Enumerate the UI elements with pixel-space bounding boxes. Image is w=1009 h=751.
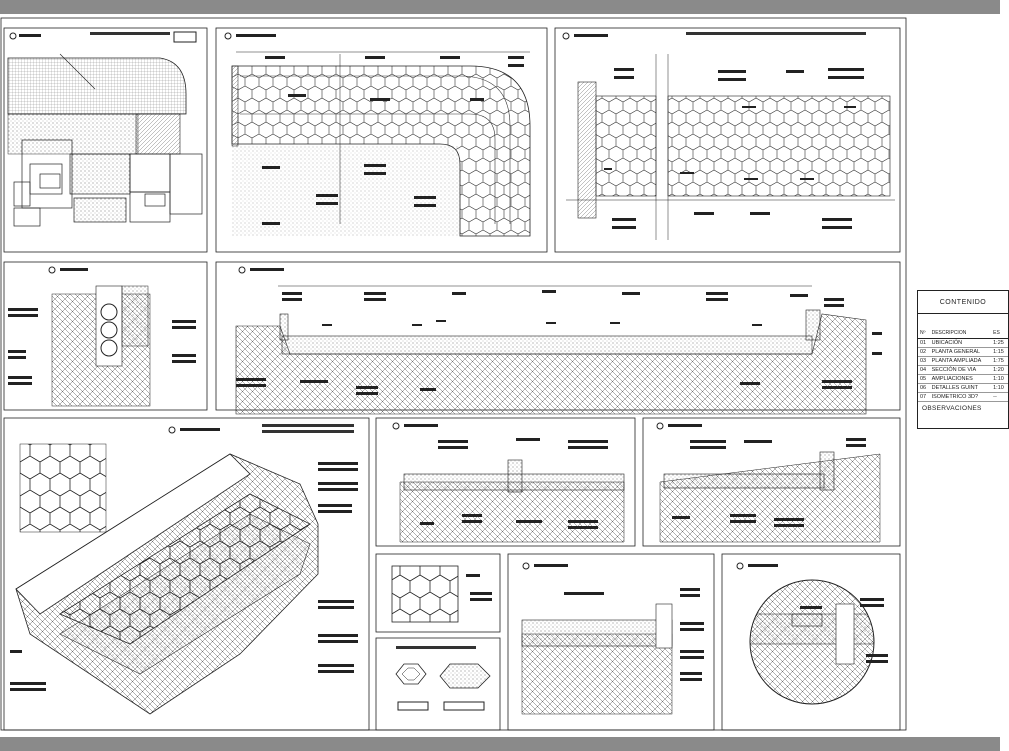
legend-header-row: Nº DESCRIPCION ES — [918, 328, 1008, 339]
legend-no: 04 — [918, 365, 930, 375]
panel-general-plan — [215, 27, 548, 253]
legend-scale: -- — [991, 392, 1008, 402]
legend-desc: PLANTA AMPLIADA — [929, 356, 992, 366]
legend-scale: 1:75 — [991, 356, 1008, 366]
panel-section-detail-a — [3, 261, 208, 411]
legend-header-scale: ES — [991, 328, 1008, 339]
legend-scale: 1:25 — [991, 338, 1008, 348]
legend-header-no: Nº — [918, 328, 930, 339]
panel-section-detail-b — [375, 417, 636, 547]
legend-title: CONTENIDO — [918, 291, 1008, 314]
panel-section-detail-c — [642, 417, 901, 547]
legend-desc: DETALLES GUINT — [929, 383, 992, 393]
panel-road-section — [215, 261, 901, 415]
legend-no: 06 — [918, 383, 930, 393]
legend-desc: UBICACIÓN — [929, 338, 992, 348]
legend-scale: 1:10 — [991, 383, 1008, 393]
panel-paver-unit — [375, 637, 501, 731]
legend-scale: 1:20 — [991, 365, 1008, 375]
panel-isometric-3d — [3, 417, 370, 731]
legend-desc: ISOMETRICO 3D? — [929, 392, 992, 402]
panel-site-location — [3, 27, 208, 253]
bottom-border-bar — [0, 737, 1000, 751]
legend-no: 02 — [918, 347, 930, 357]
panel-enlarged-plan — [554, 27, 901, 253]
panel-curb-detail — [507, 553, 715, 731]
panel-circular-detail — [721, 553, 901, 731]
legend-desc: PLANTA GENERAL — [929, 347, 992, 357]
legend-no: 07 — [918, 392, 930, 402]
legend-no: 05 — [918, 374, 930, 384]
legend-header-description: DESCRIPCION — [929, 328, 992, 339]
legend-desc: SECCIÓN DE VIA — [929, 365, 992, 375]
legend-desc: AMPLIACIONES — [929, 374, 992, 384]
cad-drawing-canvas — [0, 17, 907, 731]
top-border-bar — [0, 0, 1000, 14]
legend-scale: 1:15 — [991, 347, 1008, 357]
panel-paver-plan — [375, 553, 501, 633]
legend-scale: 1:10 — [991, 374, 1008, 384]
legend-observations: OBSERVACIONES — [922, 405, 982, 412]
legend-no: 03 — [918, 356, 930, 366]
legend-no: 01 — [918, 338, 930, 348]
